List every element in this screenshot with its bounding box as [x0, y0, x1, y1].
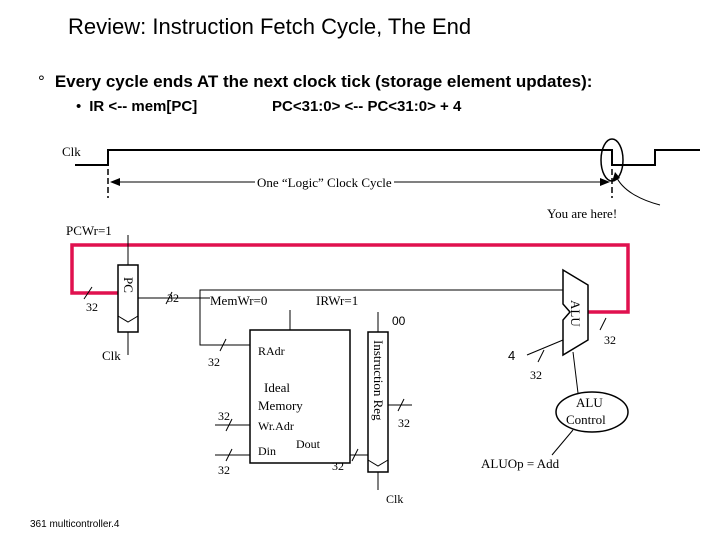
mem-dout-label: Dout: [296, 437, 320, 451]
pc-clock-triangle: [117, 315, 139, 323]
mem-title-1: Ideal: [264, 380, 290, 395]
alu-control: [555, 391, 629, 433]
dout-width: 32: [332, 459, 344, 473]
alu-shape: [562, 268, 589, 357]
alu-control-title-2: Control: [566, 412, 606, 427]
cycle-arrow-right-head: [600, 178, 610, 186]
pointer-arrow-head: [612, 172, 620, 182]
alu-control-title-1: ALU: [576, 395, 603, 410]
pc-in-slash: [83, 286, 93, 300]
you-are-here-pointer: [615, 175, 661, 206]
you-are-here-label: You are here!: [547, 206, 618, 221]
alu-out-slash: [599, 317, 607, 331]
cycle-arrow-left-head: [110, 178, 120, 186]
alu-b-wire: [526, 339, 564, 356]
bullet-marker: •: [76, 98, 82, 115]
pc-feedback-wire: [70, 243, 630, 314]
pc-mem-slash: [219, 338, 227, 352]
bullet-ir-update: • IR <-- mem[PC]: [76, 98, 197, 115]
mem-din-label: Din: [258, 444, 276, 458]
pc-clk-label: Clk: [102, 348, 121, 363]
pc-out-slash: [165, 291, 173, 305]
irwr-label: IRWr=1: [316, 293, 359, 309]
bullet-pc-update: PC<31:0> <-- PC<31:0> + 4: [272, 98, 462, 115]
mem-radr-label: RAdr: [258, 344, 285, 358]
bullet-marker: °: [38, 72, 45, 91]
mem-title-2: Memory: [258, 398, 303, 413]
dout-slash: [351, 448, 359, 462]
pc-in-width: 32: [86, 300, 98, 314]
bullet-cycle-ends: ° Every cycle ends AT the next clock tick…: [38, 72, 592, 92]
mem-radr-width: 32: [208, 355, 220, 369]
ir-clock-triangle: [367, 459, 389, 467]
bullet-text: Every cycle ends AT the next clock tick …: [54, 72, 593, 91]
alu-select-value: 00: [392, 314, 406, 328]
ideal-memory: [249, 329, 351, 464]
pc-out-width: 32: [167, 291, 179, 305]
ir-out-width: 32: [398, 416, 410, 430]
aluop-wire: [551, 429, 574, 456]
alu-b-slash: [537, 349, 545, 363]
memwr-label: MemWr=0: [210, 293, 268, 309]
wradr-slash: [225, 418, 233, 432]
clock-label: Clk: [62, 144, 81, 159]
slide-title: Review: Instruction Fetch Cycle, The End: [68, 14, 472, 39]
alu-out-width: 32: [604, 333, 616, 347]
clock-waveform: [75, 149, 700, 166]
ir-clk-label: Clk: [386, 492, 404, 506]
alu-b-width: 32: [530, 368, 542, 382]
pc-to-alu-wire: [199, 289, 540, 298]
clock-edge-highlight: [600, 138, 624, 182]
cycle-label: One “Logic” Clock Cycle: [255, 175, 394, 191]
pc-label: PC: [121, 277, 136, 293]
alu-label: ALU: [568, 300, 583, 327]
ir-out-slash: [397, 398, 405, 412]
instruction-reg-label: Instruction Reg: [371, 340, 386, 421]
pcwr-label: PCWr=1: [66, 223, 112, 238]
mem-wradr-label: Wr.Adr: [258, 419, 294, 433]
aluop-label: ALUOp = Add: [481, 456, 560, 471]
alu-constant-4: 4: [508, 348, 516, 363]
bullet-text: IR <-- mem[PC]: [89, 98, 198, 115]
mem-din-width: 32: [218, 463, 230, 477]
alu-control-out: [572, 351, 579, 394]
slide-footer: 361 multicontroller.4: [30, 519, 120, 530]
mem-wradr-width: 32: [218, 409, 230, 423]
pc-to-mem-wire: [199, 298, 250, 346]
din-slash: [225, 448, 233, 462]
